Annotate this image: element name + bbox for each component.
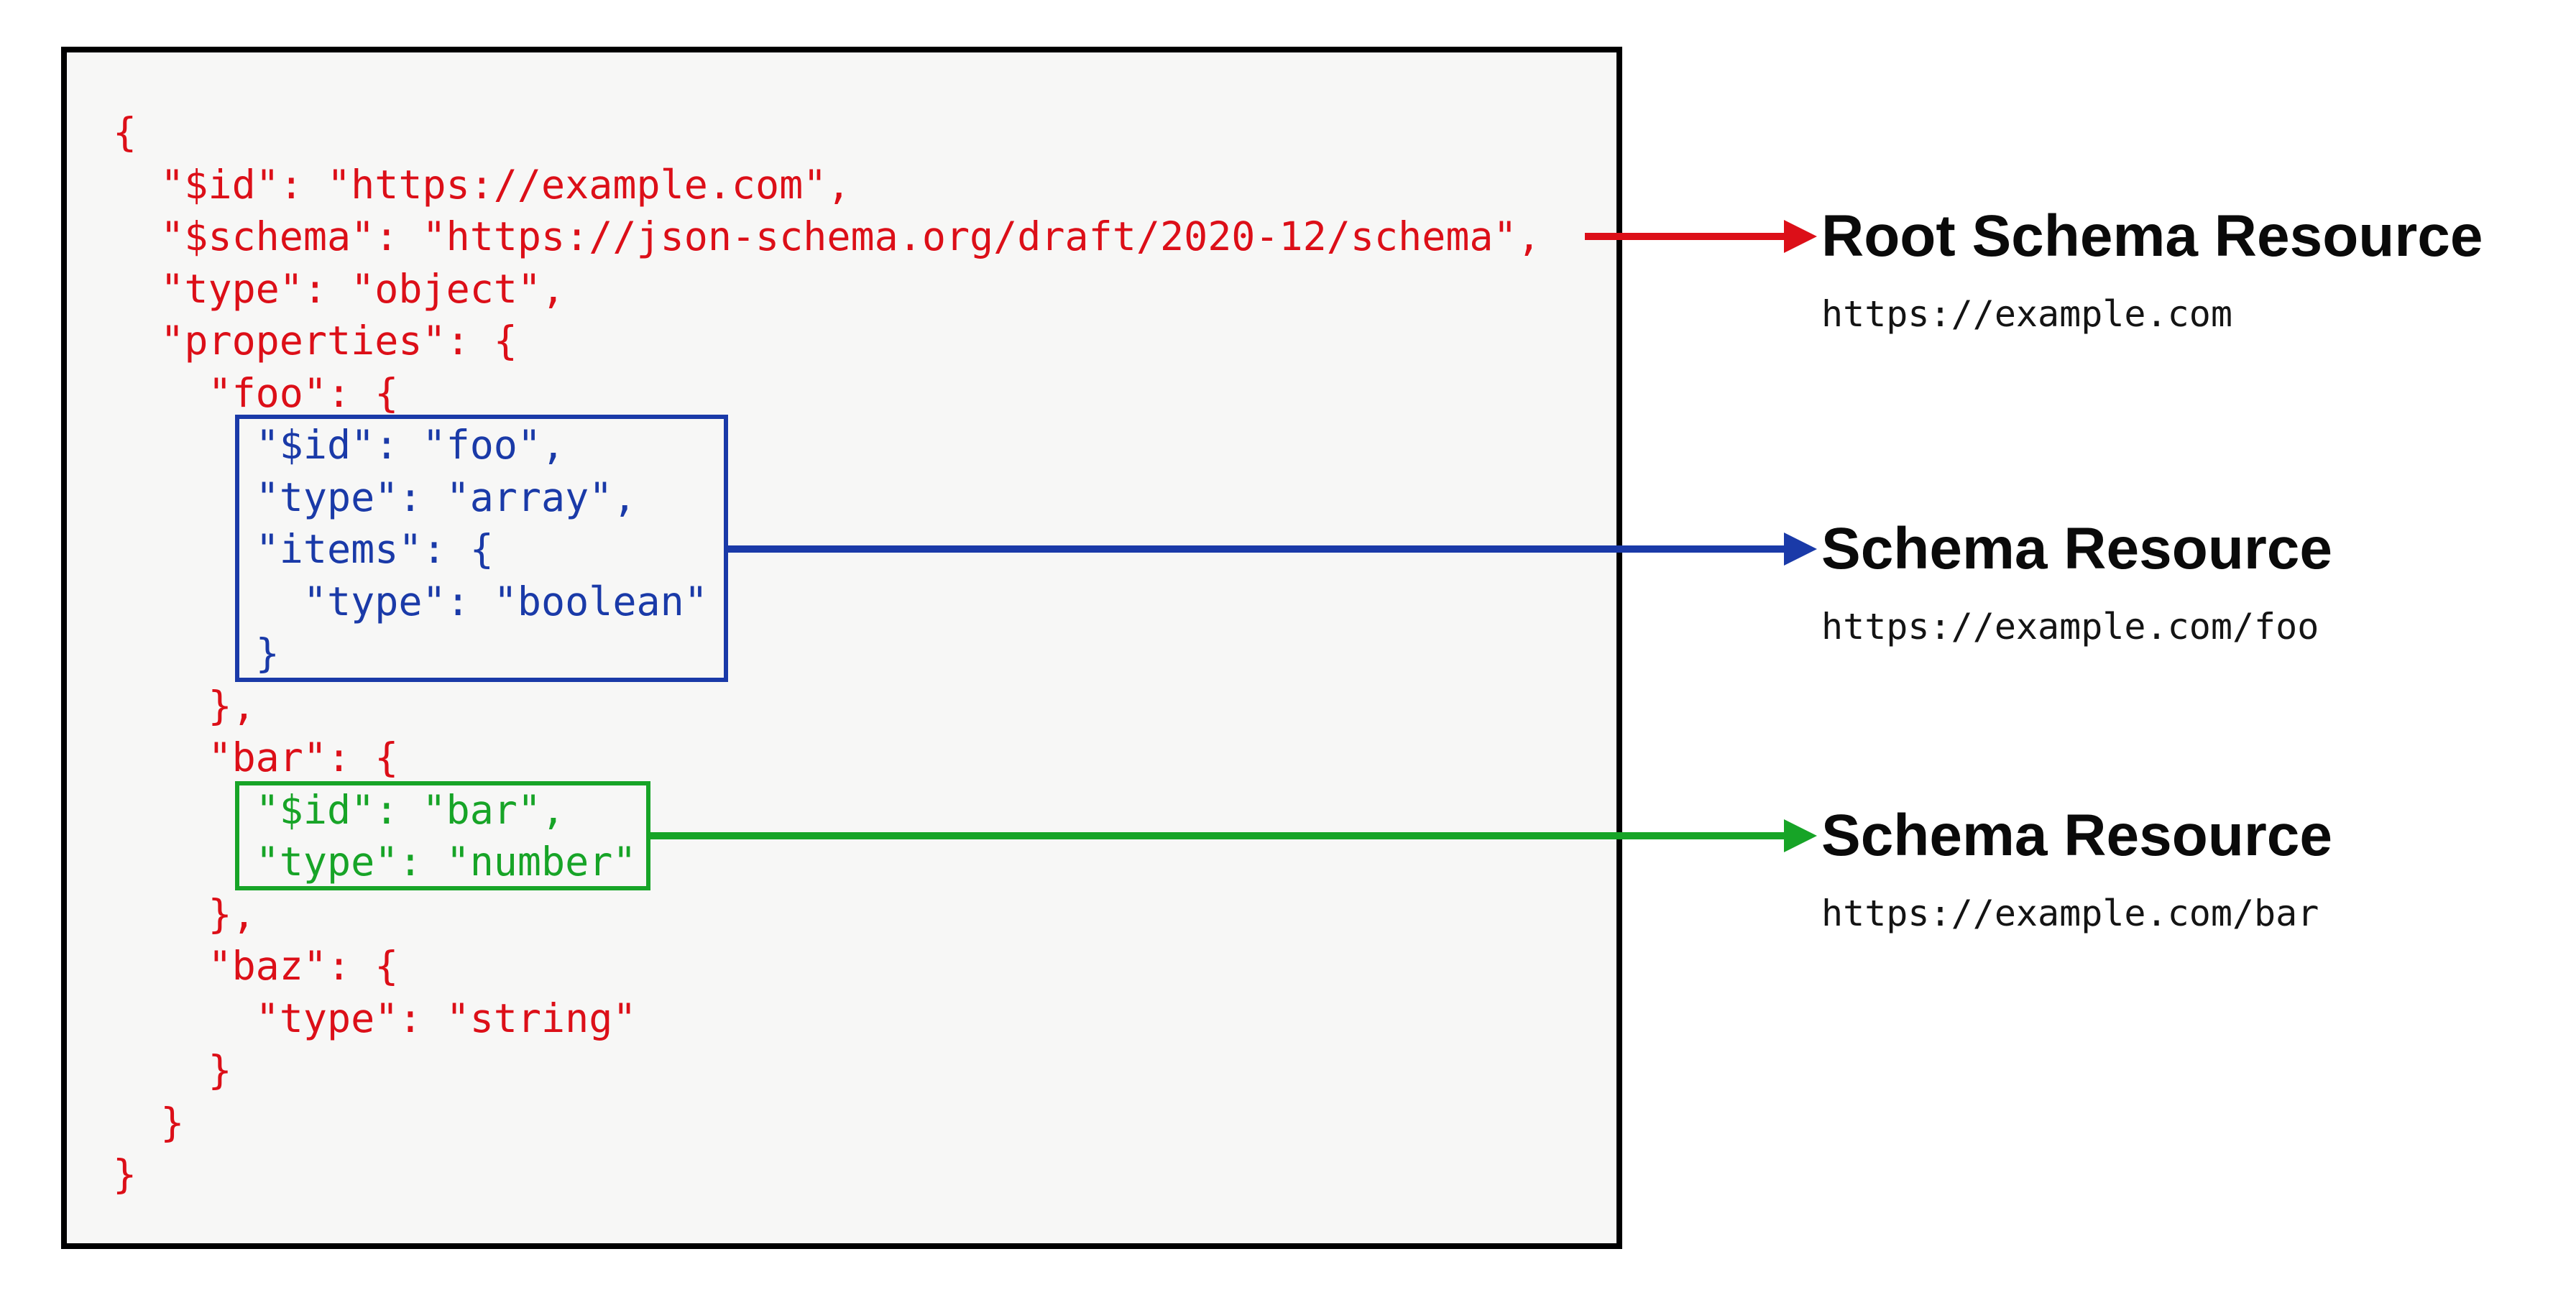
arrowhead-icon [1784, 533, 1817, 566]
code-line: "baz": { [113, 943, 399, 989]
code-line: "$id": "bar", [113, 786, 566, 833]
code-line: } [113, 1151, 137, 1197]
annotation-url-bar-schema: https://example.com/bar [1821, 893, 2319, 934]
code-line: "foo": { [113, 369, 399, 416]
arrowhead-icon [1784, 220, 1817, 253]
arrow-shaft [726, 545, 1784, 553]
annotation-url-foo-schema: https://example.com/foo [1821, 606, 2319, 648]
arrow-shaft [1585, 233, 1784, 240]
annotation-title-foo-schema: Schema Resource [1821, 516, 2333, 581]
code-line: "bar": { [113, 734, 399, 780]
arrow-shaft [648, 832, 1784, 839]
annotation-title-bar-schema: Schema Resource [1821, 803, 2333, 868]
code-line: "type": "object", [113, 265, 566, 312]
code-line: "$id": "foo", [113, 422, 566, 468]
code-line: { [113, 109, 137, 155]
annotation-url-root-schema: https://example.com [1821, 293, 2232, 335]
bar-schema-outline-box [235, 781, 650, 890]
code-line: "properties": { [113, 318, 518, 364]
arrowhead-icon [1784, 819, 1817, 852]
code-line: "type": "array", [113, 474, 637, 520]
code-line: } [113, 1047, 232, 1093]
annotation-title-root-schema: Root Schema Resource [1821, 203, 2483, 269]
code-line: "type": "number" [113, 839, 637, 885]
code-line: "$schema": "https://json-schema.org/draf… [113, 213, 1541, 259]
code-line: "type": "string" [113, 995, 637, 1041]
code-line: }, [113, 890, 256, 937]
foo-schema-outline-box [235, 415, 728, 682]
code-line: "$id": "https://example.com", [113, 161, 851, 208]
code-line: } [113, 630, 280, 676]
code-line: "type": "boolean" [113, 578, 708, 625]
code-line: "items": { [113, 526, 494, 572]
schema-json-code: { "$id": "https://example.com", "$schema… [113, 106, 1541, 1201]
code-line: }, [113, 682, 256, 729]
code-line: } [113, 1099, 185, 1146]
schema-code-panel [61, 47, 1622, 1249]
